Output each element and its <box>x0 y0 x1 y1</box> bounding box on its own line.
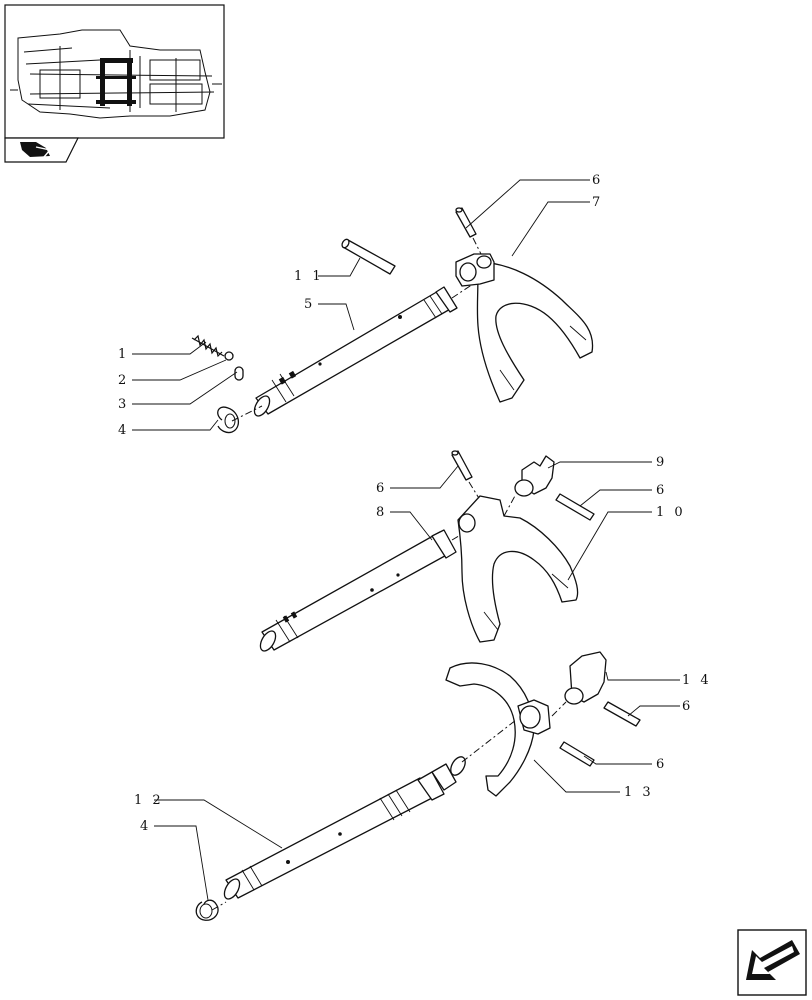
next-page-arrow-icon <box>746 940 800 980</box>
highlight-marker <box>96 58 136 106</box>
callout-2: 2 <box>118 373 129 388</box>
callout-6d: 6 <box>682 699 693 714</box>
snap-ring-4a <box>217 406 239 434</box>
callout-8: 8 <box>376 505 387 520</box>
pin-6a <box>455 207 477 238</box>
assembly-symbol-icon <box>20 142 52 158</box>
callout-14: 1 4 <box>682 673 712 688</box>
callout-10: 1 0 <box>656 505 686 520</box>
pin-11 <box>341 238 396 275</box>
callout-11: 1 1 <box>294 269 324 284</box>
plunger-3 <box>234 366 244 381</box>
ball-2 <box>224 351 234 361</box>
next-page-button[interactable] <box>737 929 807 996</box>
callout-3: 3 <box>118 397 129 412</box>
pin-6e <box>559 741 595 767</box>
fork-7 <box>455 253 594 403</box>
shaft-5 <box>253 286 458 417</box>
selector-9 <box>514 455 555 497</box>
transmission-locator-icon <box>10 29 222 119</box>
locator-thumbnail <box>4 4 225 163</box>
leader-lines <box>132 179 680 901</box>
callout-4b: 4 <box>140 819 151 834</box>
selector-14 <box>564 651 607 705</box>
snap-ring-4b <box>195 899 219 921</box>
callout-6c: 6 <box>656 483 667 498</box>
callout-12: 1 2 <box>134 793 164 808</box>
spring-1 <box>191 334 225 358</box>
callout-4a: 4 <box>118 423 129 438</box>
assembly-group-upper <box>191 207 594 434</box>
assembly-group-middle <box>259 450 595 652</box>
fork-10 <box>457 495 579 643</box>
callout-1: 1 <box>118 347 129 362</box>
callout-7: 7 <box>592 195 603 210</box>
assembly-group-lower <box>195 651 641 921</box>
callout-labels: 1 2 3 4 5 6 7 1 1 6 8 9 6 1 0 1 4 6 6 1 … <box>118 173 712 834</box>
pin-6d <box>603 701 641 727</box>
shaft-12 <box>223 756 466 900</box>
pin-6b <box>451 450 473 481</box>
assembly-badge <box>4 137 79 163</box>
shaft-8 <box>259 529 457 652</box>
callout-6e: 6 <box>656 757 667 772</box>
callout-6a: 6 <box>592 173 603 188</box>
fork-13 <box>445 662 551 797</box>
callout-5: 5 <box>304 297 315 312</box>
callout-9: 9 <box>656 455 667 470</box>
pin-6c <box>555 493 595 521</box>
callout-13: 1 3 <box>624 785 654 800</box>
callout-6b: 6 <box>376 481 387 496</box>
